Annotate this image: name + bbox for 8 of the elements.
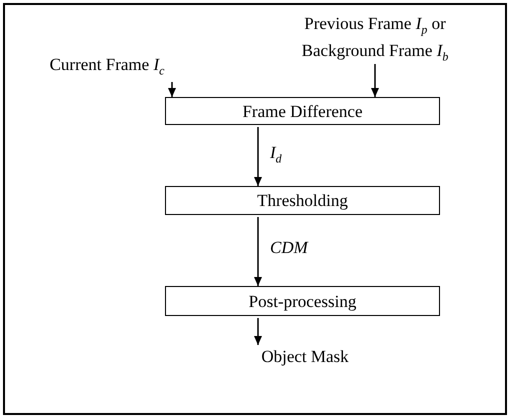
process-box: Frame Difference [165,97,440,125]
arrow [254,318,262,345]
arrow [168,82,176,97]
process-box: Post-processing [165,286,440,316]
arrow [371,64,379,97]
arrow [254,217,262,286]
arrow [254,127,262,186]
process-box: Thresholding [165,186,440,215]
